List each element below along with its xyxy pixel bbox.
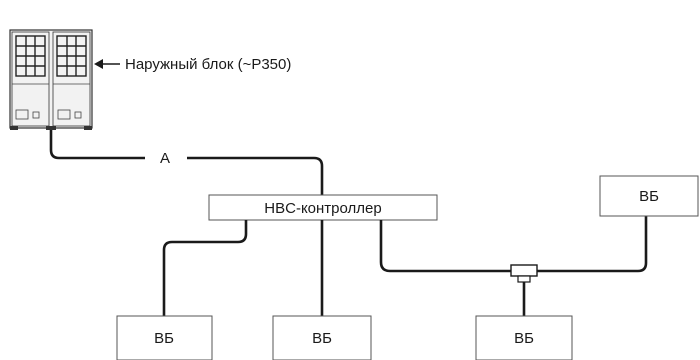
indoor-unit-label: ВБ	[639, 188, 659, 205]
hbc-controller-box	[208, 194, 438, 221]
pipe-a-label: A	[160, 150, 170, 167]
t-joint-icon	[510, 264, 538, 283]
outdoor-unit-icon	[9, 29, 93, 130]
indoor-unit-box: ВБ	[475, 315, 573, 360]
outdoor-unit-label: Наружный блок (~P350)	[125, 56, 291, 73]
indoor-unit-label: ВБ	[312, 330, 332, 347]
callout-arrow-icon	[94, 59, 120, 69]
pipe-a	[49, 130, 324, 195]
indoor-unit-box: ВБ	[116, 315, 213, 360]
indoor-unit-label: ВБ	[514, 330, 534, 347]
indoor-unit-box: ВБ	[599, 175, 699, 217]
branch-pipes	[162, 216, 648, 316]
hbc-controller-label: HBC-контроллер	[264, 200, 381, 217]
indoor-unit-box: ВБ	[272, 315, 372, 360]
indoor-unit-label: ВБ	[154, 330, 174, 347]
